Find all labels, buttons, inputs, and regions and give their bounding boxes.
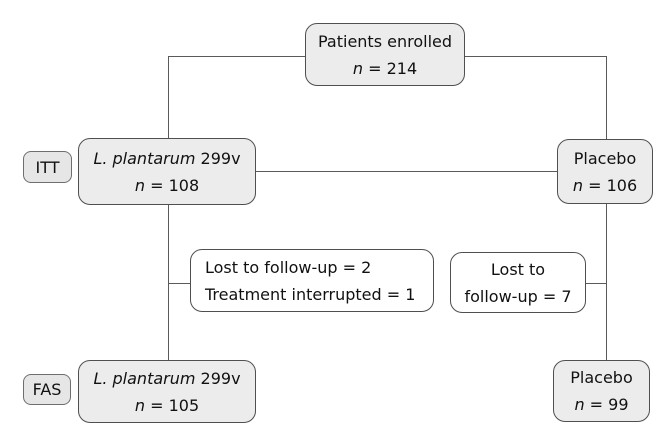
connector-enrolled-to-placebo-horizontal (465, 56, 606, 57)
connector-enrolled-to-treatment-horizontal (168, 56, 305, 57)
row-label-fas-text: FAS (32, 380, 62, 399)
node-count: n = 214 (353, 55, 417, 82)
n-value: = 214 (363, 58, 418, 78)
row-label-itt-text: ITT (35, 157, 60, 177)
connector-enrolled-to-placebo-vertical (606, 56, 607, 139)
node-placebo-exclusions: Lost to follow-up = 7 (450, 252, 586, 313)
connector-treatment-placebo-horizontal (256, 171, 557, 172)
exclusion-line-2: follow-up = 7 (464, 286, 572, 306)
species-name: L. plantarum (93, 368, 196, 388)
node-treatment-exclusions: Lost to follow-up = 2 Treatment interrup… (190, 249, 434, 312)
node-count: n = 106 (573, 172, 637, 199)
node-count: n = 105 (135, 392, 199, 419)
n-symbol: n (352, 58, 363, 78)
node-fas-treatment-arm: L. plantarum 299v n = 105 (78, 360, 256, 423)
node-count: n = 99 (574, 391, 628, 418)
node-itt-treatment-arm: L. plantarum 299v n = 108 (78, 138, 256, 205)
connector-treatment-to-fas-vertical (168, 204, 169, 360)
node-fas-placebo-arm: Placebo n = 99 (553, 360, 650, 422)
node-title: Patients enrolled (317, 31, 453, 51)
connector-enrolled-to-treatment-vertical (168, 56, 169, 138)
connector-treatment-exclusion-stub (168, 283, 190, 284)
node-itt-placebo-arm: Placebo n = 106 (557, 139, 653, 204)
n-value: = 99 (584, 395, 629, 414)
node-title: L. plantarum 299v (93, 145, 240, 172)
species-name: L. plantarum (93, 148, 196, 168)
n-value: = 105 (145, 395, 200, 415)
connector-placebo-exclusion-stub (586, 283, 606, 284)
strain-name: 299v (195, 368, 241, 388)
n-value: = 108 (145, 175, 200, 195)
node-patients-enrolled: Patients enrolled n = 214 (305, 23, 465, 86)
exclusion-line-2: Treatment interrupted = 1 (205, 284, 416, 304)
n-value: = 106 (583, 175, 638, 195)
n-symbol: n (134, 395, 145, 415)
strain-name: 299v (195, 148, 241, 168)
n-symbol: n (134, 175, 145, 195)
row-label-fas: FAS (23, 374, 71, 405)
node-title: L. plantarum 299v (93, 365, 240, 392)
n-symbol: n (574, 395, 585, 414)
node-count: n = 108 (135, 172, 199, 199)
node-title: Placebo (573, 148, 637, 168)
connector-placebo-to-fas-vertical (606, 203, 607, 360)
exclusion-line-1: Lost to (490, 259, 546, 279)
exclusion-line-1: Lost to follow-up = 2 (205, 257, 372, 277)
n-symbol: n (572, 175, 583, 195)
row-label-itt: ITT (23, 151, 72, 183)
node-title: Placebo (570, 368, 633, 387)
